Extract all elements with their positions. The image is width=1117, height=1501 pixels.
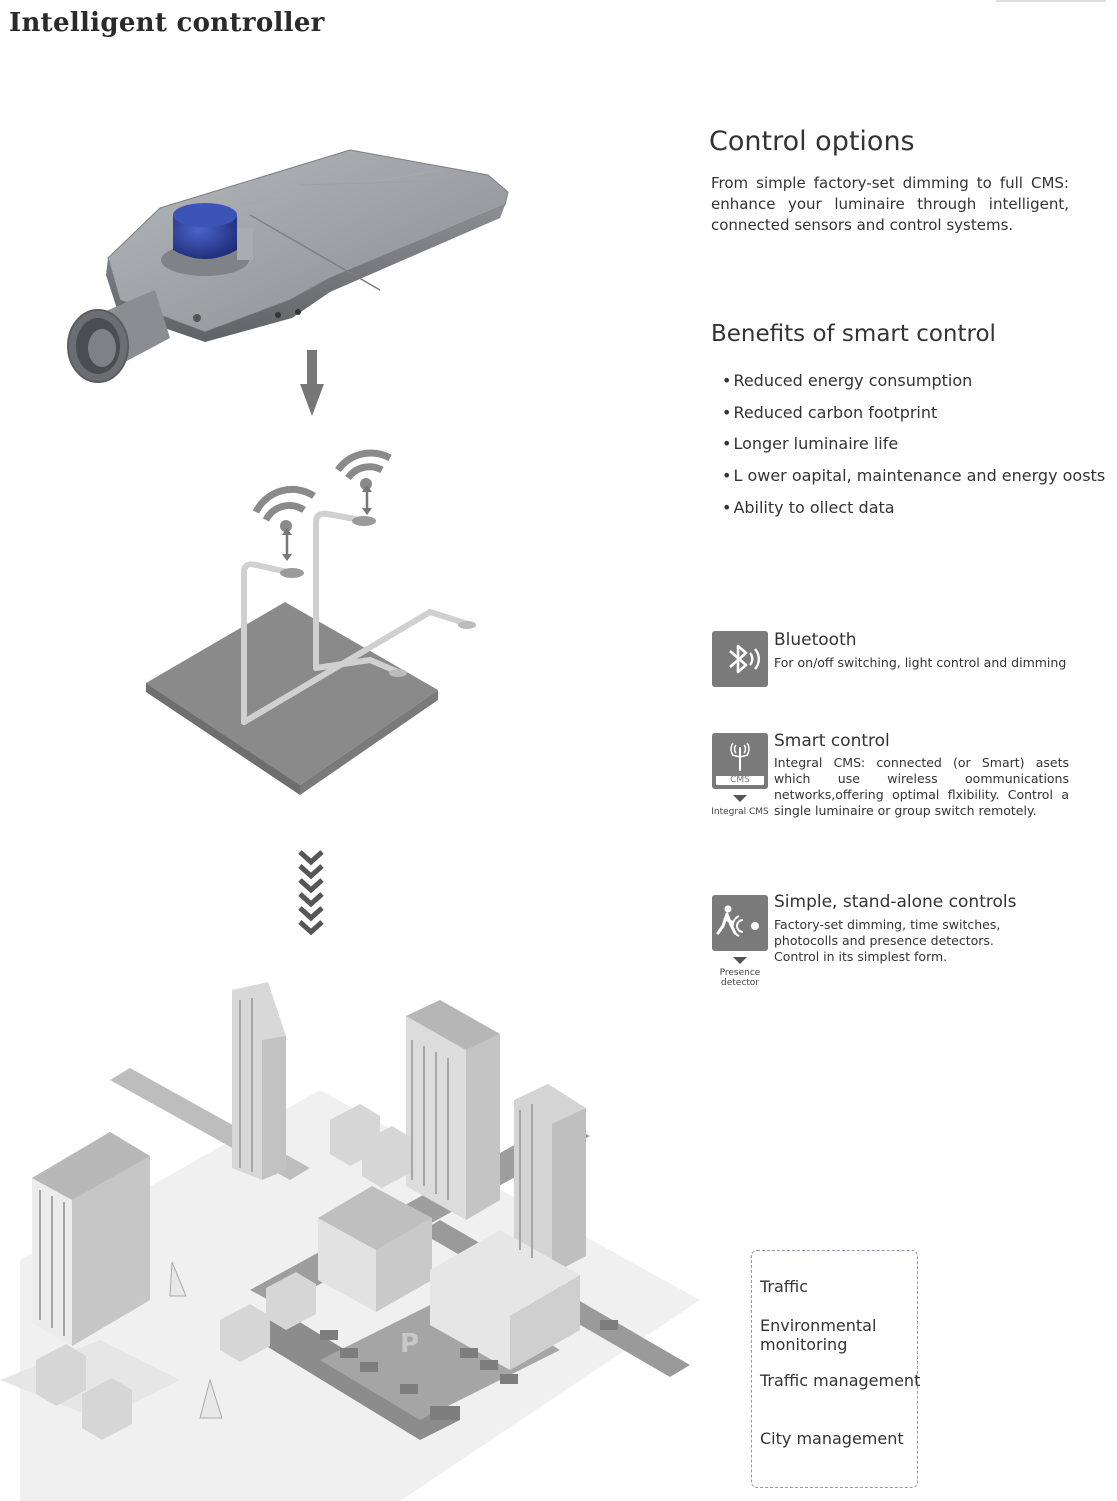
- bluetooth-icon: [712, 631, 768, 687]
- control-options-title: Control options: [709, 126, 915, 157]
- bluetooth-description: For on/off switching, light control and …: [774, 655, 1067, 670]
- presence-detector-icon: [712, 895, 768, 951]
- application-item: City management: [760, 1429, 904, 1448]
- application-item: Traffic: [760, 1277, 809, 1296]
- chevron-down-icon: [298, 850, 324, 936]
- header-decoration: [996, 0, 1106, 2]
- wifi-icon: [252, 449, 392, 522]
- cms-label: CMS: [730, 775, 750, 785]
- smart-control-description: Integral CMS: connected (or Smart) asets…: [774, 755, 1069, 818]
- applications-box: [751, 1250, 918, 1488]
- connected-poles-image: [146, 449, 476, 795]
- illustration: P: [0, 149, 700, 1501]
- cms-antenna-icon: CMS: [712, 733, 768, 789]
- benefit-item: L ower oapital, maintenance and energy o…: [722, 463, 1105, 495]
- benefit-item: Ability to ollect data: [722, 495, 1105, 527]
- integral-cms-caption: Integral CMS: [711, 807, 769, 817]
- application-item: Traffic management: [760, 1371, 921, 1390]
- page-title: Intelligent controller: [9, 8, 325, 38]
- benefit-item: Reduced energy consumption: [722, 368, 1105, 400]
- smart-control-title: Smart control: [774, 731, 890, 751]
- caret-down-icon: [733, 957, 747, 964]
- benefits-list: Reduced energy consumption Reduced carbo…: [722, 368, 1105, 526]
- benefits-title: Benefits of smart control: [711, 321, 996, 347]
- control-options-description: From simple factory-set dimming to full …: [711, 174, 1069, 234]
- benefit-item: Longer luminaire life: [722, 431, 1105, 463]
- luminaire-image: [67, 149, 509, 383]
- standalone-title: Simple, stand-alone controls: [774, 892, 1017, 912]
- application-item: Environmental monitoring: [760, 1316, 877, 1354]
- caret-down-icon: [733, 795, 747, 802]
- smart-city-image: P: [0, 982, 700, 1501]
- benefit-item: Reduced carbon footprint: [722, 400, 1105, 432]
- svg-text:P: P: [400, 1329, 419, 1359]
- bluetooth-title: Bluetooth: [774, 630, 857, 650]
- standalone-description: Factory-set dimming, time switches, phot…: [774, 917, 1001, 964]
- flow-arrow-icon: [300, 350, 324, 416]
- presence-detector-caption: Presence detector: [719, 968, 761, 988]
